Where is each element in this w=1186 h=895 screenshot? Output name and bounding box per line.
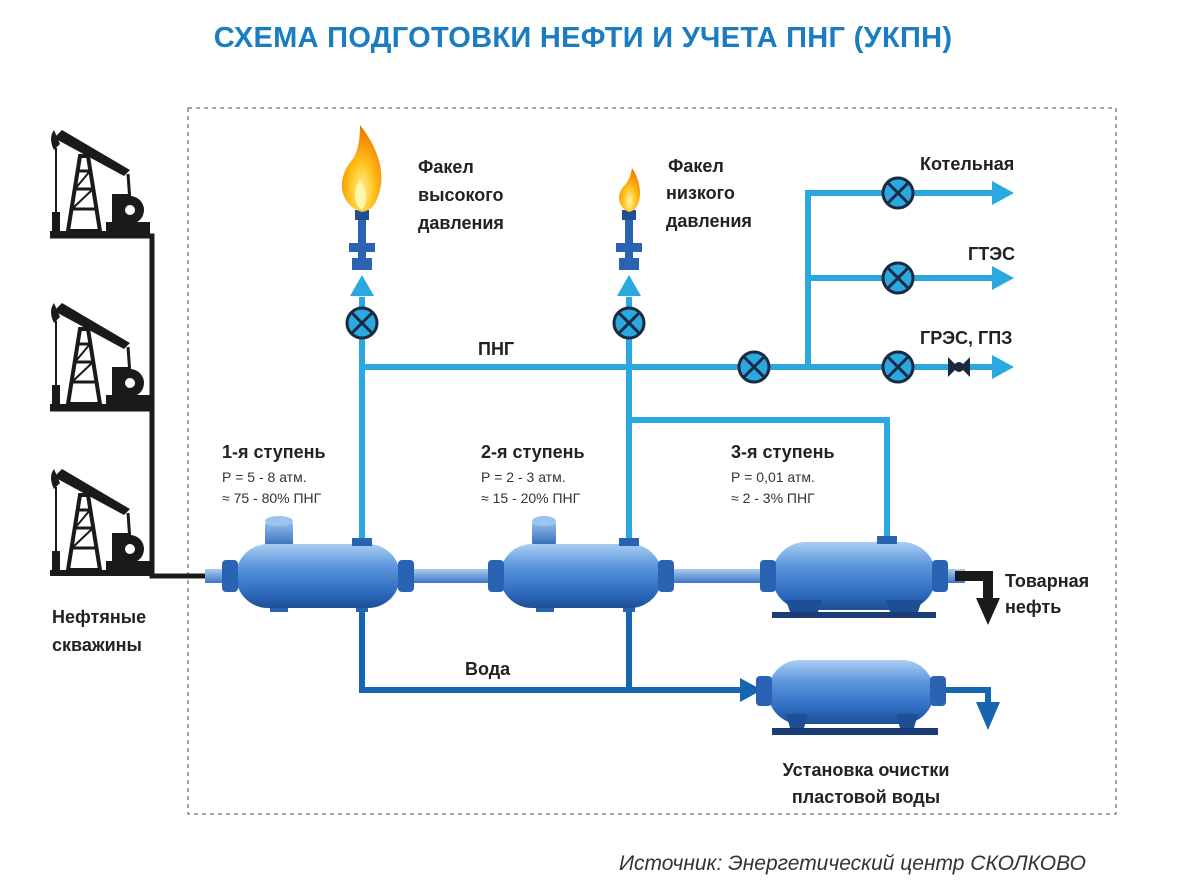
arrow-icon <box>740 678 762 702</box>
stage-share: ≈ 15 - 20% ПНГ <box>481 490 581 506</box>
valve-icon <box>881 261 915 295</box>
flare-low-label-3: давления <box>666 211 752 231</box>
oil-out-label-2: нефть <box>1005 597 1061 617</box>
page-title: СХЕМА ПОДГОТОВКИ НЕФТИ И УЧЕТА ПНГ (УКПН… <box>214 22 953 54</box>
valve-icon <box>345 306 379 340</box>
arrow-icon <box>350 275 374 296</box>
stage-share: ≈ 75 - 80% ПНГ <box>222 490 322 506</box>
source-caption: Источник: Энергетический центр СКОЛКОВО <box>619 852 1086 875</box>
water-unit-label-2: пластовой воды <box>792 787 940 807</box>
stage-3-info: 3-я ступень Р = 0,01 атм. ≈ 2 - 3% ПНГ <box>731 442 835 506</box>
flare-high-stack <box>341 125 382 270</box>
flare-high-label-2: высокого <box>418 185 503 205</box>
consumer-gtes: ГТЭС <box>968 244 1015 264</box>
water-unit-label-1: Установка очистки <box>783 760 950 780</box>
oil-pipes <box>205 569 1000 625</box>
pumpjack-icon <box>48 301 152 412</box>
arrow-icon <box>617 275 641 296</box>
water-label: Вода <box>465 659 511 679</box>
stage-pressure: Р = 2 - 3 атм. <box>481 469 566 485</box>
stage-pressure: Р = 0,01 атм. <box>731 469 815 485</box>
water-treatment-vessel <box>756 660 946 735</box>
arrow-icon <box>992 181 1014 205</box>
valve-icon <box>737 350 771 384</box>
flame-icon <box>619 168 640 212</box>
gas-meter-icon <box>948 357 970 377</box>
valve-icon <box>881 350 915 384</box>
arrow-icon <box>992 355 1014 379</box>
installation-boundary <box>187 107 1117 815</box>
stage-2-info: 2-я ступень Р = 2 - 3 атм. ≈ 15 - 20% ПН… <box>481 442 585 506</box>
valve-icon <box>881 176 915 210</box>
separator-stage-1 <box>222 516 414 612</box>
stage-1-info: 1-я ступень Р = 5 - 8 атм. ≈ 75 - 80% ПН… <box>222 442 326 506</box>
pumpjack-icon <box>48 128 152 239</box>
stage-name: 2-я ступень <box>481 442 585 462</box>
gas-line-label: ПНГ <box>478 339 514 359</box>
stage-name: 1-я ступень <box>222 442 326 462</box>
consumer-boiler: Котельная <box>920 154 1014 174</box>
well-collector-pipe <box>50 233 210 579</box>
pumpjack-icon <box>48 467 152 578</box>
wells-label-1: Нефтяные <box>52 607 146 627</box>
oil-out-label-1: Товарная <box>1005 571 1089 591</box>
stage-name: 3-я ступень <box>731 442 835 462</box>
arrow-icon <box>976 702 1000 730</box>
separator-stage-2 <box>488 516 674 612</box>
consumer-gres: ГРЭС, ГПЗ <box>920 328 1012 348</box>
separator-stage-3 <box>760 536 948 618</box>
oil-wells: Нефтяные скважины <box>48 128 210 655</box>
gas-arrows <box>350 181 1014 379</box>
valve-icon <box>612 306 646 340</box>
arrow-icon <box>992 266 1014 290</box>
flame-icon <box>341 125 382 212</box>
arrow-icon <box>976 598 1000 625</box>
water-pipes <box>359 605 991 705</box>
stage-share: ≈ 2 - 3% ПНГ <box>731 490 815 506</box>
flare-low-stack <box>616 168 642 270</box>
stage-pressure: Р = 5 - 8 атм. <box>222 469 307 485</box>
wells-label-2: скважины <box>52 635 142 655</box>
flare-high-label-3: давления <box>418 213 504 233</box>
flare-low-label-2: низкого <box>666 183 735 203</box>
flare-low-label-1: Факел <box>668 156 724 176</box>
flare-high-label-1: Факел <box>418 157 474 177</box>
